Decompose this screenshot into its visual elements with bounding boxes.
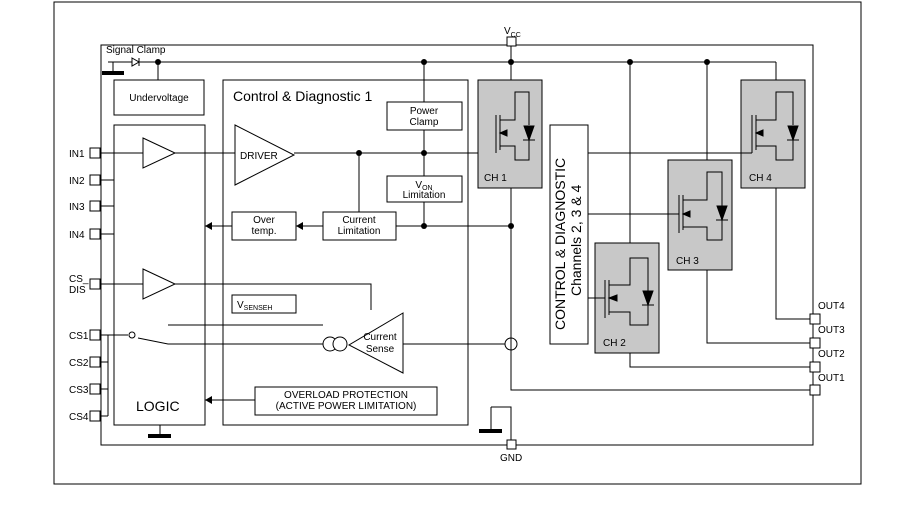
ch1-mosfet-icon xyxy=(495,91,535,161)
control-diagnostic-1-title: Control & Diagnostic 1 xyxy=(233,88,373,104)
in3-label: IN3 xyxy=(69,202,85,213)
power-clamp-label-1: Power xyxy=(410,106,439,117)
overload-arrow-icon xyxy=(205,396,212,404)
in1-buffer-amplifier xyxy=(142,137,177,169)
in1-label: IN1 xyxy=(69,149,85,160)
logic-label: LOGIC xyxy=(136,398,180,414)
overtemp-arrow-icon xyxy=(205,222,212,230)
current-sense-amplifier xyxy=(347,312,404,374)
power-clamp-block xyxy=(386,101,463,131)
cs3-label: CS3 xyxy=(69,385,89,396)
cs1-label: CS1 xyxy=(69,331,89,342)
out3-pin[interactable] xyxy=(809,337,821,349)
signal-clamp-diode-icon xyxy=(131,57,141,67)
cs-switch-contact-icon xyxy=(128,331,136,339)
cd234-label-2: Channels 2, 3 & 4 xyxy=(568,184,584,296)
current-limitation-label-2: Limitation xyxy=(338,226,381,237)
overtemp-label-2: temp. xyxy=(251,226,276,237)
cs2-pin[interactable] xyxy=(89,356,101,368)
in3-pin[interactable] xyxy=(89,200,101,212)
vcc-label: VCC xyxy=(504,26,521,39)
vsenseh-block xyxy=(231,294,297,314)
out2-pin[interactable] xyxy=(809,361,821,373)
current-sense-label-1: Current xyxy=(363,332,397,343)
channel-1-box xyxy=(477,79,543,189)
current-limitation-label-1: Current xyxy=(342,215,376,226)
signal-clamp-label: Signal Clamp xyxy=(106,45,166,56)
overload-label-2: (ACTIVE POWER LIMITATION) xyxy=(276,401,417,412)
logic-block xyxy=(113,124,206,426)
current-limitation-block xyxy=(322,211,397,241)
von-limitation-block xyxy=(386,175,463,203)
undervoltage-label: Undervoltage xyxy=(129,93,189,104)
overtemp-label-1: Over xyxy=(253,215,275,226)
cs3-pin[interactable] xyxy=(89,383,101,395)
out1-label: OUT1 xyxy=(818,373,845,384)
out4-pin[interactable] xyxy=(809,313,821,325)
current-sense-label-2: Sense xyxy=(366,344,395,355)
cs4-pin[interactable] xyxy=(89,410,101,422)
overtemp-right-arrow-icon xyxy=(296,222,303,230)
driver-amplifier xyxy=(234,124,296,186)
von-label: VON xyxy=(415,180,432,192)
control-diagnostic-234-block xyxy=(549,124,589,345)
signal-clamp-ground-bar xyxy=(102,71,124,75)
out2-label: OUT2 xyxy=(818,349,845,360)
gnd-label: GND xyxy=(500,453,522,464)
ch2-mosfet-icon xyxy=(604,257,654,326)
cs-dis-label-2: DIS xyxy=(69,285,86,296)
driver-label: DRIVER xyxy=(240,151,278,162)
cs4-label: CS4 xyxy=(69,412,89,423)
control-diagnostic-1-block xyxy=(222,79,469,426)
cs-dis-pin[interactable] xyxy=(89,278,101,290)
ch4-mosfet-icon xyxy=(751,91,799,161)
undervoltage-block xyxy=(113,79,205,116)
gnd-bar xyxy=(479,429,502,433)
cs1-pin[interactable] xyxy=(89,329,101,341)
out4-label: OUT4 xyxy=(818,301,845,312)
von-limitation-label: Limitation xyxy=(403,190,446,201)
out1-pin[interactable] xyxy=(809,384,821,396)
in4-label: IN4 xyxy=(69,230,85,241)
overtemp-block xyxy=(231,211,297,241)
cd234-label-1: CONTROL & DIAGNOSTIC xyxy=(552,158,568,330)
vsenseh-label: VSENSEH xyxy=(237,300,272,312)
in1-pin[interactable] xyxy=(89,147,101,159)
cs2-label: CS2 xyxy=(69,358,89,369)
out3-label: OUT3 xyxy=(818,325,845,336)
gnd-pin[interactable] xyxy=(506,439,517,450)
ch1-label: CH 1 xyxy=(484,173,507,184)
overload-label-1: OVERLOAD PROTECTION xyxy=(284,390,408,401)
cs-dis-buffer-amplifier xyxy=(142,268,177,300)
logic-ground-bar xyxy=(148,434,171,438)
in4-pin[interactable] xyxy=(89,228,101,240)
cs-dis-label-1: CS_ xyxy=(69,274,89,285)
in2-pin[interactable] xyxy=(89,174,101,186)
ch4-label: CH 4 xyxy=(749,173,772,184)
in2-label: IN2 xyxy=(69,176,85,187)
power-clamp-label-2: Clamp xyxy=(410,117,439,128)
overload-protection-block xyxy=(254,386,438,416)
ch3-label: CH 3 xyxy=(676,256,699,267)
ch2-label: CH 2 xyxy=(603,338,626,349)
